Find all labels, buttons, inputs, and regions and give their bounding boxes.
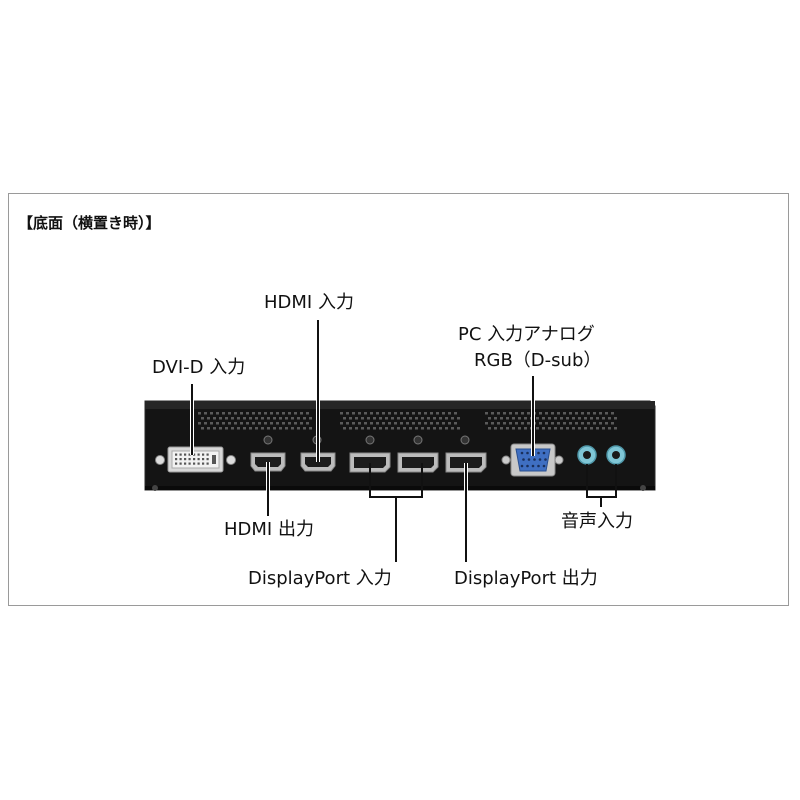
displayport-in-2-port-icon [397, 452, 439, 473]
leader-lines [190, 320, 617, 562]
dvi-in-label: DVI-D 入力 [152, 357, 246, 378]
pc-in-label-line2: RGB（D-sub） [474, 350, 602, 371]
hdmi-out-label: HDMI 出力 [224, 519, 314, 540]
hdmi-in-label: HDMI 入力 [264, 292, 354, 313]
figure-heading: 【底面（横置き時）】 [18, 214, 161, 232]
screw-icon [152, 435, 646, 491]
vent-grille [198, 412, 617, 430]
vga-d-sub-port-icon [510, 443, 556, 477]
audio-in-label: 音声入力 [561, 511, 633, 532]
pc-in-label-line1: PC 入力アナログ [458, 324, 595, 345]
figure-frame [8, 193, 789, 606]
displayport-out-label: DisplayPort 出力 [454, 568, 598, 589]
displayport-in-1-port-icon [349, 452, 391, 473]
displayport-in-label: DisplayPort 入力 [248, 568, 392, 589]
displayport-out-port-icon [445, 452, 487, 473]
dvi-d-port-icon [167, 446, 224, 473]
